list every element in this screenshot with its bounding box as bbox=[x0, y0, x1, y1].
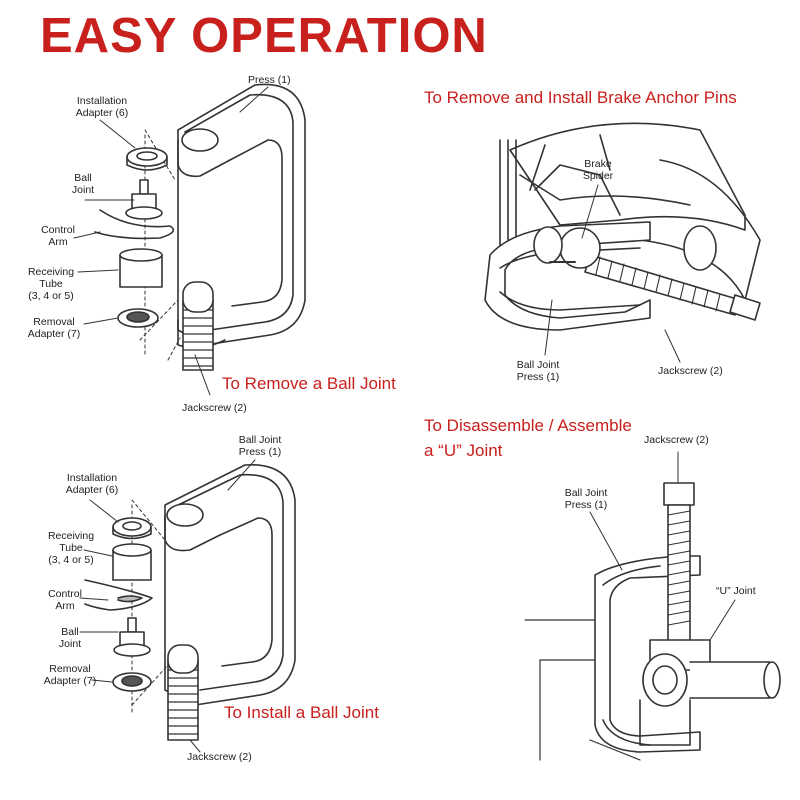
caption-install-ball-joint: To Install a Ball Joint bbox=[224, 703, 379, 722]
label-control-arm: Control Arm bbox=[41, 224, 75, 248]
label-press: Press (1) bbox=[248, 74, 291, 86]
label-ball-joint-press-2: Ball Joint Press (1) bbox=[238, 434, 282, 458]
ball-joint-part bbox=[125, 179, 163, 220]
label-u-joint: “U” Joint bbox=[716, 585, 756, 597]
label-receiving-tube-2: Receiving Tube (3, 4 or 5) bbox=[47, 530, 95, 566]
label-removal-adapter-2: Removal Adapter (7) bbox=[43, 663, 97, 687]
label-u-jackscrew: Jackscrew (2) bbox=[644, 434, 709, 446]
control-arm-part bbox=[94, 209, 175, 240]
installation-adapter bbox=[126, 147, 168, 171]
receiving-tube-2 bbox=[112, 543, 152, 581]
label-installation-adapter: Installation Adapter (6) bbox=[75, 95, 129, 119]
label-jackscrew: Jackscrew (2) bbox=[182, 402, 247, 414]
label-removal-adapter: Removal Adapter (7) bbox=[27, 316, 81, 340]
label-ball-joint-2: Ball Joint bbox=[58, 626, 82, 650]
removal-adapter bbox=[117, 308, 159, 328]
caption-u-joint: To Disassemble / Assemble a “U” Joint bbox=[424, 416, 632, 460]
label-control-arm-2: Control Arm bbox=[48, 588, 82, 612]
receiving-tube bbox=[119, 248, 163, 288]
label-receiving-tube: Receiving Tube (3, 4 or 5) bbox=[27, 266, 75, 302]
label-installation-adapter-2: Installation Adapter (6) bbox=[65, 472, 119, 496]
removal-adapter-2 bbox=[112, 672, 152, 692]
label-ball-joint: Ball Joint bbox=[71, 172, 95, 196]
brake-jackscrew bbox=[584, 254, 761, 321]
label-brake-jackscrew: Jackscrew (2) bbox=[658, 365, 723, 377]
ball-joint-2 bbox=[113, 617, 151, 657]
label-u-ball-joint-press: Ball Joint Press (1) bbox=[564, 487, 608, 511]
jackscrew-2 bbox=[167, 644, 199, 741]
label-ball-joint-press: Ball Joint Press (1) bbox=[516, 359, 560, 383]
brake-anchor-illustration bbox=[484, 122, 761, 363]
caption-brake-anchor-pins: To Remove and Install Brake Anchor Pins bbox=[424, 88, 737, 107]
press-frame-2 bbox=[164, 464, 296, 706]
control-arm-2 bbox=[84, 579, 153, 611]
page-title: EASY OPERATION bbox=[40, 9, 488, 63]
caption-remove-ball-joint: To Remove a Ball Joint bbox=[222, 374, 396, 393]
u-joint-illustration bbox=[524, 451, 781, 761]
u-joint-part bbox=[639, 639, 781, 746]
installation-adapter-2 bbox=[112, 517, 152, 540]
label-brake-spider: Brake Spider bbox=[582, 158, 614, 182]
remove-ball-joint-illustration bbox=[73, 83, 306, 396]
label-jackscrew-2: Jackscrew (2) bbox=[187, 751, 252, 763]
install-ball-joint-illustration bbox=[79, 459, 296, 753]
u-jackscrew bbox=[663, 482, 695, 646]
jackscrew bbox=[182, 281, 214, 371]
press-frame bbox=[177, 83, 306, 349]
